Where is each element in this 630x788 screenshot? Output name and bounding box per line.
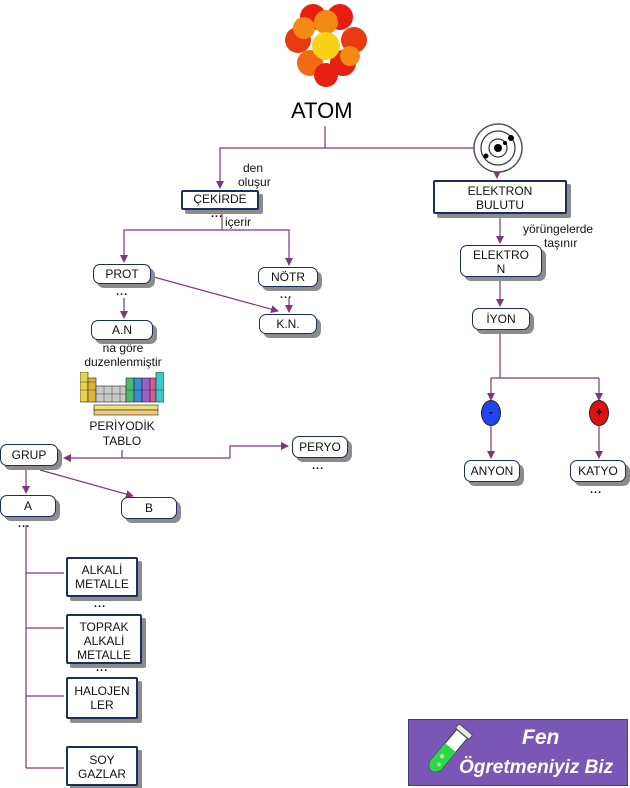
node-grup[interactable]: GRUP [0,444,58,466]
node-b-label: B [144,501,153,515]
node-soy-label-1: SOY [89,753,115,767]
link-den: den [243,161,264,175]
link-duzenlenmistir: duzenlenmiştir [84,355,162,369]
node-toprak-alkali[interactable]: TOPRAK ALKALİ METALLE [66,614,142,664]
more-marker-peryo: ... [312,460,325,472]
node-soy-label-2: GAZLAR [77,767,126,781]
node-prot[interactable]: PROT [93,264,151,284]
more-marker-prot: ... [116,286,129,298]
node-elektron-label-1: ELEKTRO [472,248,529,262]
node-kn-label: K.N. [276,317,300,331]
node-peryo[interactable]: PERYO [292,436,348,458]
brand-badge[interactable]: Fen Ögretmeniyiz Biz [408,719,628,786]
node-toprak-label-3: METALLE [77,648,131,662]
node-soy-gazlar[interactable]: SOY GAZLAR [66,746,138,786]
anion-sign: - [489,405,493,419]
node-an-label: A.N [111,323,132,337]
test-tube-icon [428,723,473,773]
more-marker-toprak: ... [96,662,109,674]
badge-line1: Fen [522,726,560,749]
node-elektron-bulutu-label-2: BULUTU [475,198,524,212]
node-a-label: A [23,499,32,513]
more-marker-notr: ... [280,289,293,301]
badge-line2: Ögretmeniyiz Biz [459,757,614,778]
node-b[interactable]: B [121,497,177,519]
node-halojen-label-2: LER [90,698,114,712]
node-prot-label: PROT [105,267,139,281]
link-na-gore: na göre [102,341,144,355]
nucleus-icon [285,4,367,87]
orbit-icon [473,123,523,173]
tablo-label: TABLO [102,434,142,448]
more-marker-cekirdek: ... [211,208,224,220]
node-cekirdek-label: ÇEKİRDE [193,192,247,206]
link-olusur: oluşur [238,175,271,189]
node-iyon-label: İYON [486,312,516,326]
node-an[interactable]: A.N [91,320,153,340]
more-marker-alkali: ... [94,598,107,610]
node-anyon-label: ANYON [470,464,514,478]
node-elektron-bulutu-label-1: ELEKTRON [467,184,533,198]
node-anyon[interactable]: ANYON [464,460,520,482]
node-toprak-label-1: TOPRAK [79,620,129,634]
link-icerir: içerir [225,215,251,229]
node-grup-label: GRUP [11,448,47,462]
node-katyo-label: KATYO [578,464,618,478]
periyodik-label: PERİYODİK [89,419,155,433]
node-peryo-label: PERYO [299,440,341,454]
periodic-table-icon [80,372,164,416]
node-halojenler[interactable]: HALOJEN LER [66,677,138,719]
more-marker-katyo: ... [590,484,603,496]
node-elektron-label-2: N [496,262,506,276]
node-halojen-label-1: HALOJEN [74,684,130,698]
node-iyon[interactable]: İYON [472,308,530,330]
node-notr[interactable]: NÖTR [258,267,318,287]
node-elektron[interactable]: ELEKTRO N [460,245,542,277]
node-elektron-bulutu[interactable]: ELEKTRON BULUTU [433,180,567,214]
diagram-title: ATOM [291,98,353,123]
link-tasinir: taşınır [544,236,578,250]
node-alkali-label-2: METALLE [75,577,129,591]
node-a[interactable]: A [0,495,56,517]
link-yorunge: yörüngelerde [523,222,594,236]
node-kn[interactable]: K.N. [259,314,317,334]
node-katyo[interactable]: KATYO [570,460,626,482]
node-cekirdek[interactable]: ÇEKİRDE [181,190,259,210]
cation-icon: + [589,400,609,426]
node-notr-label: NÖTR [271,270,305,284]
node-alkali-label-1: ALKALİ [81,563,123,577]
cation-sign: + [595,405,603,419]
more-marker-a: ... [18,518,31,530]
node-alkali-metaller[interactable]: ALKALİ METALLE [66,557,138,597]
node-toprak-label-2: ALKALİ [83,634,125,648]
anion-icon: - [481,400,501,426]
